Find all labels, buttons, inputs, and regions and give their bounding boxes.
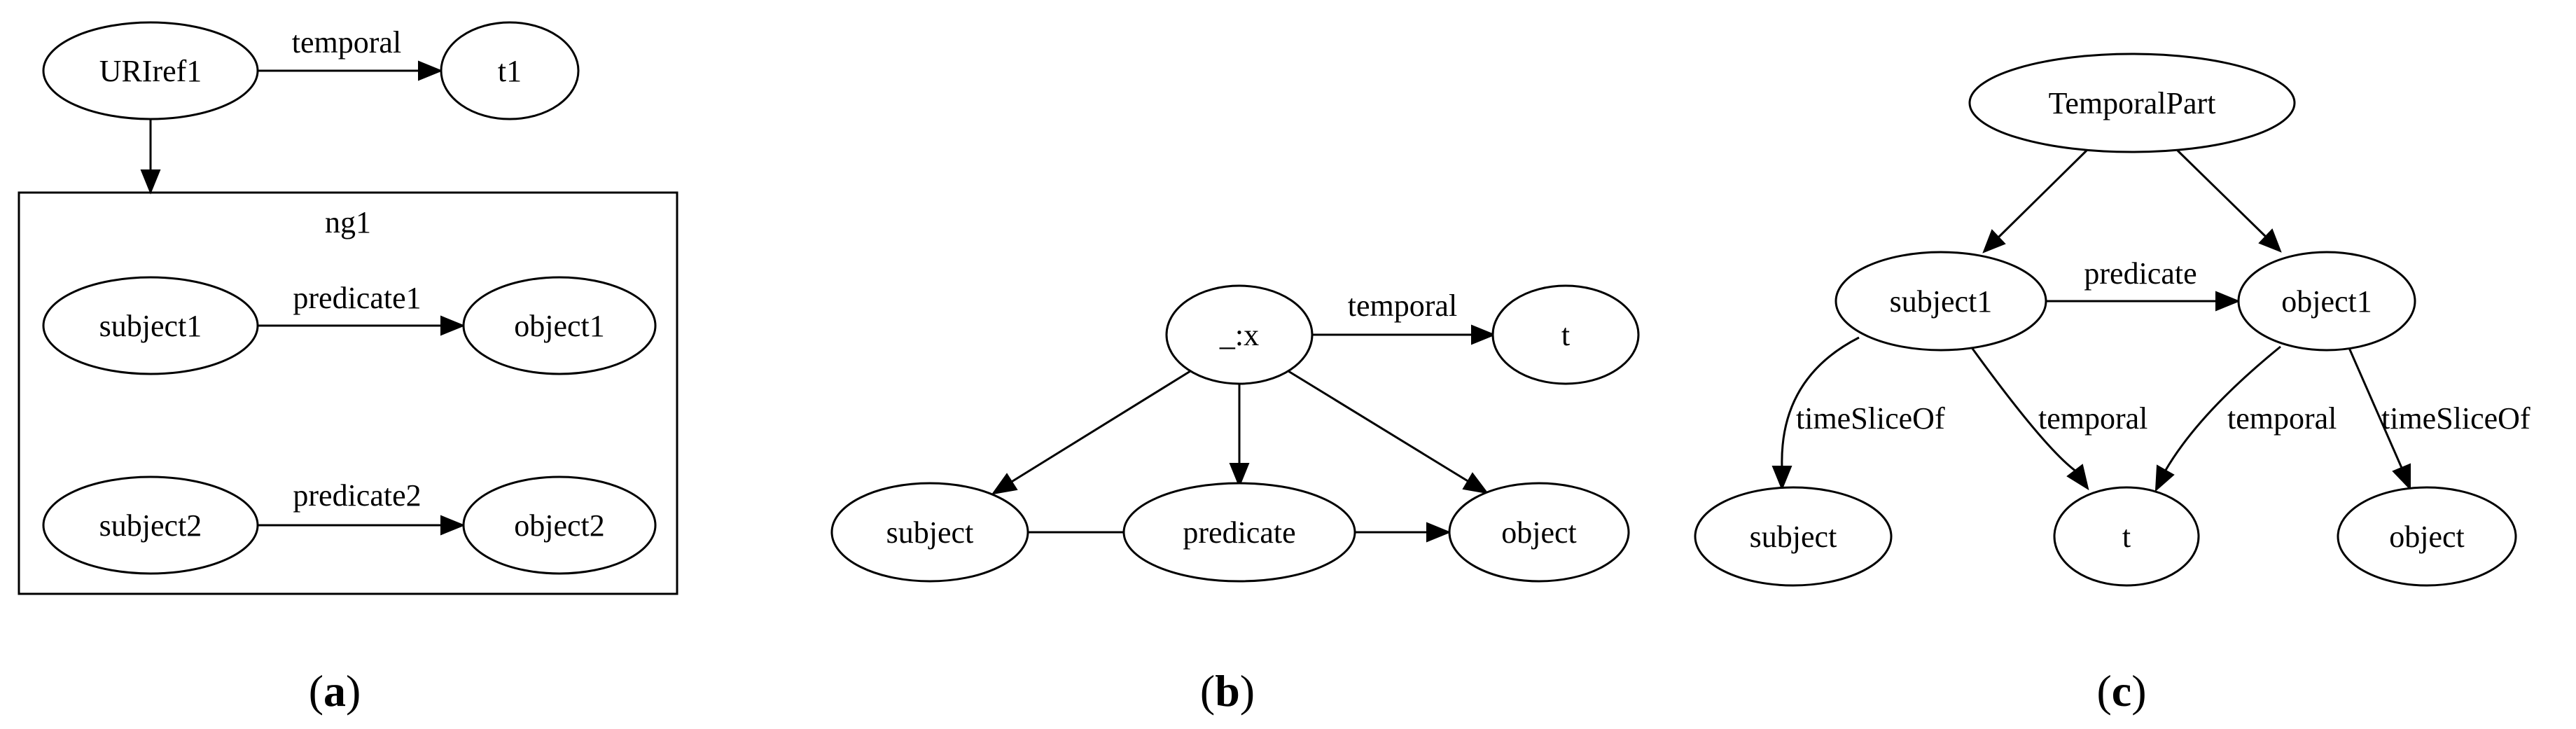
node-predicate: predicate [1122, 482, 1356, 583]
node-object2-label: object2 [514, 508, 605, 543]
cluster-ng1 [18, 191, 678, 595]
edge-label-predicate2: predicate2 [293, 478, 421, 513]
edge-temporalpart-subject1 [1982, 149, 2088, 254]
edge-label-predicate1: predicate1 [293, 281, 421, 315]
caption-a: (a) [309, 666, 361, 716]
panel-c: predicate timeSliceOf temporal temporal … [1694, 53, 2530, 716]
node-x-label: _:x [1219, 318, 1259, 352]
node-object2: object2 [462, 475, 657, 575]
node-subject-label: subject [1750, 520, 1837, 554]
node-temporalpart-label: TemporalPart [2049, 86, 2216, 120]
node-subject: subject [830, 482, 1029, 583]
edge-x-predicate [1229, 384, 1250, 488]
node-uriref1: URIref1 [42, 21, 259, 120]
node-subject2-label: subject2 [99, 508, 202, 543]
edge-label-predicate: predicate [2084, 256, 2196, 291]
node-uriref1-label: URIref1 [99, 54, 202, 88]
edge-subject1-object1: predicate1 [258, 281, 466, 336]
node-t: t [2053, 486, 2200, 587]
edge-label-temporal: temporal [1348, 289, 1457, 323]
node-predicate-label: predicate [1183, 515, 1295, 550]
edge-object1-t: temporal [2154, 345, 2337, 492]
edge-label-timesliceof-left: timeSliceOf [1796, 401, 1945, 436]
node-subject1: subject1 [42, 276, 259, 375]
node-object-label: object [2389, 520, 2465, 554]
node-subject1: subject1 [1834, 251, 2047, 352]
edge-subject1-subject: timeSliceOf [1771, 336, 1945, 491]
edge-label-timesliceof-right: timeSliceOf [2381, 401, 2530, 436]
node-x: _:x [1165, 284, 1314, 385]
node-object1-label: object1 [514, 309, 605, 343]
edge-subject1-t: temporal [1970, 346, 2147, 491]
edge-x-subject [991, 370, 1191, 495]
edge-subject1-object1: predicate [2046, 256, 2241, 312]
edge-object1-object: timeSliceOf [2348, 347, 2530, 491]
panel-b: temporal _:x t [830, 284, 1640, 716]
edge-label-temporal: temporal [292, 25, 401, 60]
node-t: t [1491, 284, 1640, 385]
edge-temporalpart-object1 [2176, 149, 2282, 253]
edge-label-temporal-left: temporal [2038, 401, 2147, 436]
node-t1: t1 [440, 21, 580, 120]
edge-x-object [1288, 370, 1489, 494]
caption-c: (c) [2096, 666, 2146, 716]
panel-a: ng1 temporal predicate1 predicate2 URIre… [18, 21, 678, 716]
edge-label-temporal-right: temporal [2227, 401, 2337, 436]
node-object: object [2337, 486, 2517, 587]
node-t1-label: t1 [498, 54, 522, 88]
node-object1: object1 [2237, 251, 2416, 352]
edge-x-t: temporal [1312, 289, 1496, 345]
node-object1: object1 [462, 276, 657, 375]
cluster-ng1-label: ng1 [325, 205, 371, 239]
node-t-label: t [2122, 520, 2131, 554]
node-temporalpart: TemporalPart [1968, 53, 2296, 153]
edge-predicate-object [1355, 522, 1451, 543]
node-object-label: object [1501, 515, 1577, 550]
node-subject: subject [1694, 486, 1893, 587]
caption-b: (b) [1200, 666, 1255, 716]
node-object1-label: object1 [2281, 284, 2372, 319]
node-subject-label: subject [886, 515, 974, 550]
edge-subject2-object2: predicate2 [258, 478, 466, 536]
node-t-label: t [1561, 318, 1570, 352]
node-subject1-label: subject1 [99, 309, 202, 343]
node-subject1-label: subject1 [1890, 284, 1993, 319]
edge-uriref1-cluster [140, 119, 161, 195]
node-object: object [1448, 482, 1630, 583]
node-subject2: subject2 [42, 475, 259, 575]
edge-uriref1-t1: temporal [258, 25, 443, 81]
